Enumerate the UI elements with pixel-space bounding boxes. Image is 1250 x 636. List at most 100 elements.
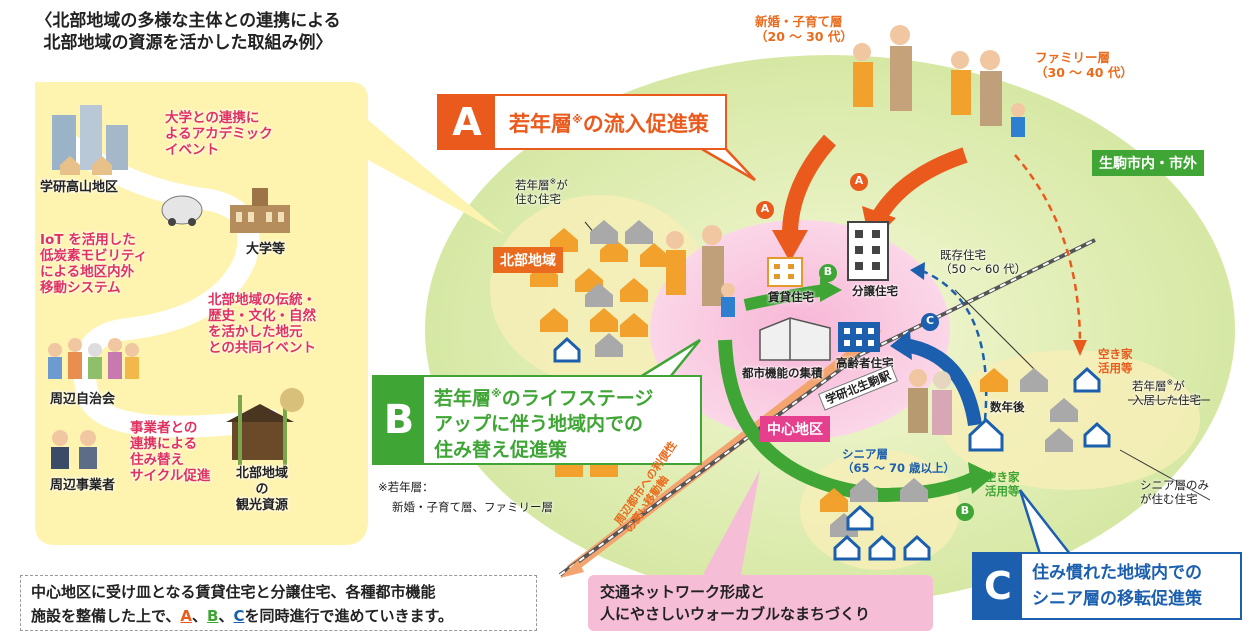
house-icon bbox=[1083, 421, 1111, 448]
house-icon bbox=[590, 308, 618, 332]
city-buildings-icon bbox=[52, 105, 128, 175]
text-academic-line3: イベント bbox=[165, 142, 219, 158]
family-group-icon bbox=[951, 50, 1025, 137]
label-vacant-b-line1: 空き家 bbox=[985, 470, 1020, 484]
condo-building-icon bbox=[847, 221, 889, 281]
elderly-housing-icon bbox=[838, 322, 880, 352]
header-line1: 〈北部地域の多様な主体との連携による bbox=[35, 11, 341, 31]
label-newlywed-line2: （20 ～ 30 代） bbox=[755, 29, 853, 44]
strategy-a-title: 若年層※の流入促進策 bbox=[509, 108, 709, 138]
footnote: ※若年層： 新婚・子育て層、ファミリー層 bbox=[378, 480, 553, 514]
arrow-a-dashed bbox=[1014, 154, 1082, 346]
strategy-a-letter: A bbox=[439, 96, 495, 148]
note-line2-pre: 施設を整備した上で、 bbox=[31, 607, 181, 625]
strategy-c-title: 住み慣れた地域内での シニア層の移転促進策 bbox=[1032, 560, 1202, 612]
strategy-b-letter: B bbox=[374, 377, 424, 463]
house-icon bbox=[1073, 366, 1101, 393]
house-icon bbox=[540, 308, 568, 332]
text-academic-event: 大学との連携に よるアカデミック イベント bbox=[165, 110, 273, 158]
label-family-line1: ファミリー層 bbox=[1035, 50, 1111, 65]
text-biz-line2: 連携による bbox=[130, 436, 198, 452]
strategy-a-pre: 若年層 bbox=[509, 112, 572, 136]
house-icon bbox=[550, 228, 578, 252]
label-vacant-a: 空き家 活用等 bbox=[1098, 347, 1133, 375]
label-youth-home-ga: が bbox=[556, 177, 568, 192]
strategy-b-mark: ※ bbox=[491, 387, 502, 400]
label-senior-only-line1: シニア層のみ bbox=[1140, 478, 1209, 492]
tag-jigyosha: 周辺事業者 bbox=[50, 478, 116, 493]
strategy-a-callout: A 若年層※の流入促進策 bbox=[437, 94, 727, 150]
text-biz-line3: 住み替え bbox=[130, 452, 184, 468]
house-icon bbox=[553, 336, 581, 363]
arrowhead-c-1 bbox=[890, 330, 912, 360]
house-icon bbox=[620, 278, 648, 302]
label-elderly-housing: 高齢者住宅 bbox=[836, 356, 894, 370]
text-trad-line1: 北部地域の伝統・ bbox=[208, 292, 316, 308]
house-icon bbox=[980, 368, 1008, 392]
house-icon bbox=[1045, 428, 1073, 452]
label-hokubu: 北部地域 bbox=[493, 247, 563, 273]
house-icon bbox=[900, 478, 928, 502]
house-icon bbox=[595, 333, 623, 357]
text-trad-line3: を活かした地元 bbox=[208, 324, 303, 340]
newlywed-family-icon bbox=[853, 25, 912, 111]
rental-building-icon bbox=[767, 257, 803, 287]
circle-a-label: A bbox=[760, 202, 770, 215]
house-icon bbox=[868, 534, 896, 561]
house-icon bbox=[1050, 398, 1078, 422]
text-academic-line1: 大学との連携に bbox=[165, 110, 260, 126]
label-existing: 既存住宅 （50 ～ 60 代） bbox=[940, 248, 1026, 276]
note-sep2: 、 bbox=[218, 607, 234, 625]
businessmen-icon bbox=[51, 430, 97, 469]
network-line1: 交通ネットワーク形成と bbox=[600, 583, 766, 601]
arrowhead-a-1 bbox=[772, 230, 808, 262]
label-years-later: 数年後 bbox=[990, 400, 1025, 414]
label-newlywed-line1: 新婚・子育て層 bbox=[755, 14, 843, 29]
label-ikoma: 生駒市内・市外 bbox=[1092, 150, 1204, 176]
tag-kanko-line2: 観光資源 bbox=[235, 498, 288, 513]
page-header: 〈北部地域の多様な主体との連携による 北部地域の資源を活かした取組み例〉 bbox=[18, 10, 358, 54]
text-iot-line3: による地区内外 bbox=[40, 264, 135, 280]
label-center: 中心地区 bbox=[760, 416, 830, 442]
label-youth-moved-text: 若年層 bbox=[1132, 378, 1167, 393]
circle-a-icon bbox=[756, 201, 774, 219]
circle-b-icon bbox=[956, 503, 974, 521]
house-icon bbox=[833, 534, 861, 561]
circle-b-label: B bbox=[960, 504, 970, 517]
urban-facility-icon bbox=[759, 317, 831, 361]
label-senior-line2: （65 ～ 70 歳以上） bbox=[842, 461, 956, 475]
strategy-c-callout: C 住み慣れた地域内での シニア層の移転促進策 bbox=[972, 552, 1242, 620]
strategy-b-line3: 住み替え促進策 bbox=[434, 439, 568, 462]
label-existing-line1: 既存住宅 bbox=[940, 248, 986, 262]
footnote-line1: ※若年層： bbox=[378, 480, 434, 494]
strategy-a-mark: ※ bbox=[572, 113, 583, 126]
label-family-line2: （30 ～ 40 代） bbox=[1035, 65, 1133, 80]
residents-group-icon bbox=[48, 338, 139, 379]
house-icon bbox=[820, 488, 848, 512]
circle-c-icon bbox=[921, 313, 939, 331]
house-icon bbox=[640, 243, 668, 267]
house-icons bbox=[530, 220, 1111, 561]
leader-line bbox=[954, 289, 1036, 371]
mobility-vehicle-icon bbox=[161, 195, 203, 226]
label-senior-line1: シニア層 bbox=[842, 447, 888, 461]
text-biz-line1: 事業者との bbox=[130, 420, 198, 436]
strategy-b-post: のライフステージ bbox=[501, 387, 654, 410]
text-business-cycle: 事業者との 連携による 住み替え サイクル促進 bbox=[130, 420, 210, 484]
label-senior: シニア層 （65 ～ 70 歳以上） bbox=[842, 447, 955, 475]
note-letter-b: B bbox=[207, 607, 219, 625]
label-youth-moved: 若年層※が 入居した住宅 bbox=[1132, 376, 1201, 407]
senior-couple-icon bbox=[908, 369, 952, 435]
network-callout: 交通ネットワーク形成と 人にやさしいウォーカブルなまちづくり bbox=[588, 575, 933, 631]
railway-ties bbox=[559, 239, 1096, 576]
header-line2: 北部地域の資源を活かした取組み例〉 bbox=[43, 33, 333, 53]
local-family-icon bbox=[666, 225, 735, 317]
university-building-icon bbox=[230, 188, 290, 233]
arrow-a-2 bbox=[873, 147, 968, 220]
label-youth-home-mark: ※ bbox=[549, 177, 557, 186]
label-youth-home-text: 若年層 bbox=[515, 177, 550, 192]
note-letter-c: C bbox=[233, 607, 245, 625]
circle-b-icon bbox=[819, 264, 837, 282]
strategy-c-line1: 住み慣れた地域内での bbox=[1032, 563, 1202, 583]
text-iot-line2: 低炭素モビリティ bbox=[40, 248, 148, 264]
